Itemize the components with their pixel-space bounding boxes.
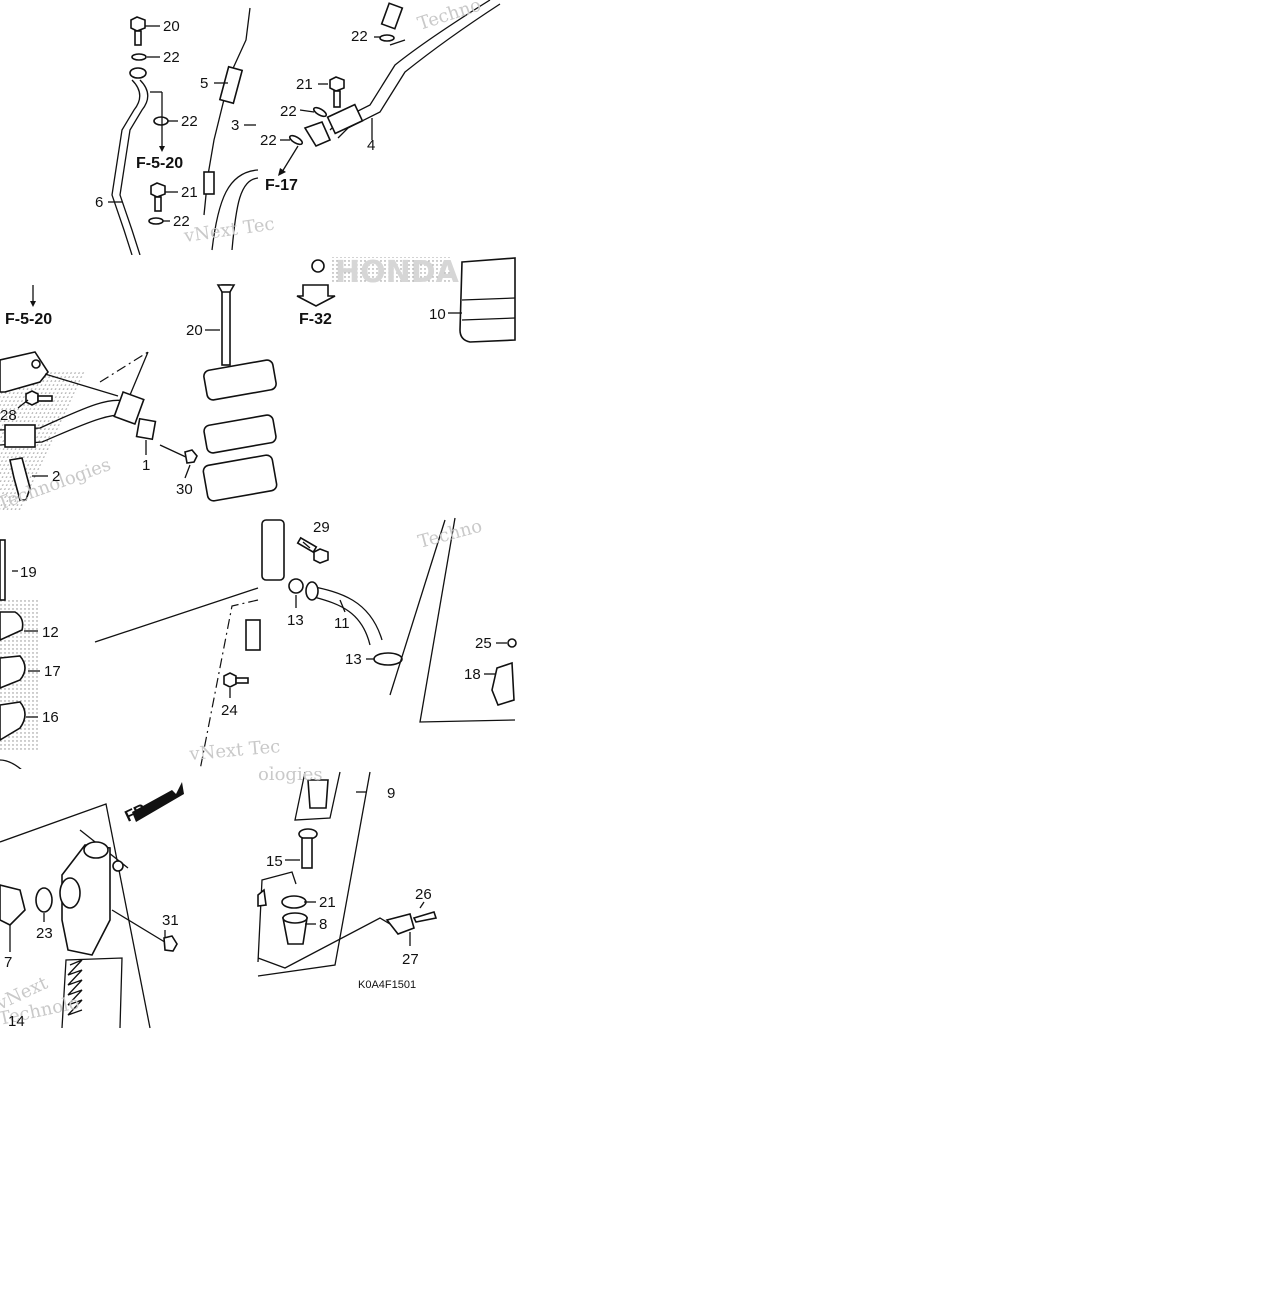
part-label[interactable]: 3 (231, 117, 239, 134)
tile-reservoir-joint: ologies (258, 764, 436, 976)
watermark-text: ologies (258, 764, 323, 785)
tile-master-cylinder: vNext Technolo (0, 782, 184, 1030)
tile-upper-hoses: vNext Tec (108, 8, 276, 255)
tile-seams (0, 255, 515, 771)
part-label[interactable]: 23 (36, 925, 53, 942)
banjo-bolt-icon (330, 77, 344, 107)
part-label[interactable]: 17 (44, 663, 61, 680)
hose-clamp-icon (289, 579, 303, 593)
part-label[interactable]: 11 (334, 615, 350, 632)
section-reference-labels: F-5-20 F-5-20 F-17 F-32 (5, 155, 332, 328)
part-label[interactable]: 1 (142, 457, 150, 474)
part-label[interactable]: 22 (351, 28, 368, 45)
part-label[interactable]: 22 (173, 213, 190, 230)
cotter-pin-icon (414, 912, 436, 922)
watermark-text: vNext Tec (182, 213, 276, 247)
part-label[interactable]: 7 (4, 954, 12, 971)
section-ref-link[interactable]: F-5-20 (5, 311, 52, 328)
part-label[interactable]: 13 (345, 651, 362, 668)
banjo-bolt-icon (131, 17, 145, 45)
part-label[interactable]: 24 (221, 702, 238, 719)
part-label[interactable]: 2 (52, 468, 60, 485)
part-label[interactable]: 22 (163, 49, 180, 66)
part-label[interactable]: 22 (181, 113, 198, 130)
part-label[interactable]: 21 (296, 76, 313, 93)
part-label[interactable]: 15 (266, 853, 283, 870)
seal-ring-icon (36, 888, 52, 912)
part-label[interactable]: 29 (313, 519, 330, 536)
bolt-icon (298, 538, 328, 563)
part-label[interactable]: 12 (42, 624, 59, 641)
pin-icon (222, 285, 230, 365)
arrow-down-icon (297, 285, 335, 306)
part-label[interactable]: 5 (200, 75, 208, 92)
part-label[interactable]: 18 (464, 666, 481, 683)
part-label[interactable]: 20 (163, 18, 180, 35)
part-label[interactable]: 10 (429, 306, 446, 323)
part-label[interactable]: 19 (20, 564, 37, 581)
part-label[interactable]: 4 (367, 137, 375, 154)
screw-icon (224, 673, 248, 687)
part-label[interactable]: 6 (95, 194, 103, 211)
section-ref-link[interactable]: F-32 (299, 311, 332, 328)
part-label[interactable]: 22 (260, 132, 277, 149)
watermark-text: HONDA (335, 255, 460, 290)
watermark-text: Techno (415, 0, 484, 35)
section-ref-link[interactable]: F-17 (265, 177, 298, 194)
part-label[interactable]: 26 (415, 886, 432, 903)
part-label[interactable]: 27 (402, 951, 419, 968)
pin-icon (387, 914, 414, 934)
joint-icon (302, 838, 312, 868)
washer-icon (132, 54, 146, 60)
drawing-code: K0A4F1501 (358, 979, 416, 991)
part-label[interactable]: 13 (287, 612, 304, 629)
part-label[interactable]: 14 (8, 1013, 25, 1030)
part-label[interactable]: 21 (319, 894, 336, 911)
part-label[interactable]: 28 (0, 407, 17, 424)
watermark-text: vNext Tec (188, 736, 282, 765)
part-label[interactable]: 9 (387, 785, 395, 802)
washer-icon (380, 35, 394, 41)
part-label[interactable]: 31 (162, 912, 179, 929)
o-ring-icon (282, 896, 306, 908)
bracket-icon (492, 663, 514, 705)
part-label[interactable]: 30 (176, 481, 193, 498)
tile-reservoir-cap: vNext Tec (0, 540, 281, 770)
tile-reservoir: HONDA (297, 255, 515, 342)
washer-icon (149, 218, 163, 224)
part-label[interactable]: 20 (186, 322, 203, 339)
banjo-bolt-icon (151, 183, 165, 211)
part-label[interactable]: 16 (42, 709, 59, 726)
part-label[interactable]: 8 (319, 916, 327, 933)
part-label[interactable]: 25 (475, 635, 492, 652)
washer-icon (154, 117, 168, 125)
hose-clamp-icon (374, 653, 402, 665)
section-ref-link[interactable]: F-5-20 (136, 155, 183, 172)
part-label[interactable]: 22 (280, 103, 297, 120)
banjo-fitting-icon (130, 68, 146, 78)
part-label[interactable]: 21 (181, 184, 198, 201)
